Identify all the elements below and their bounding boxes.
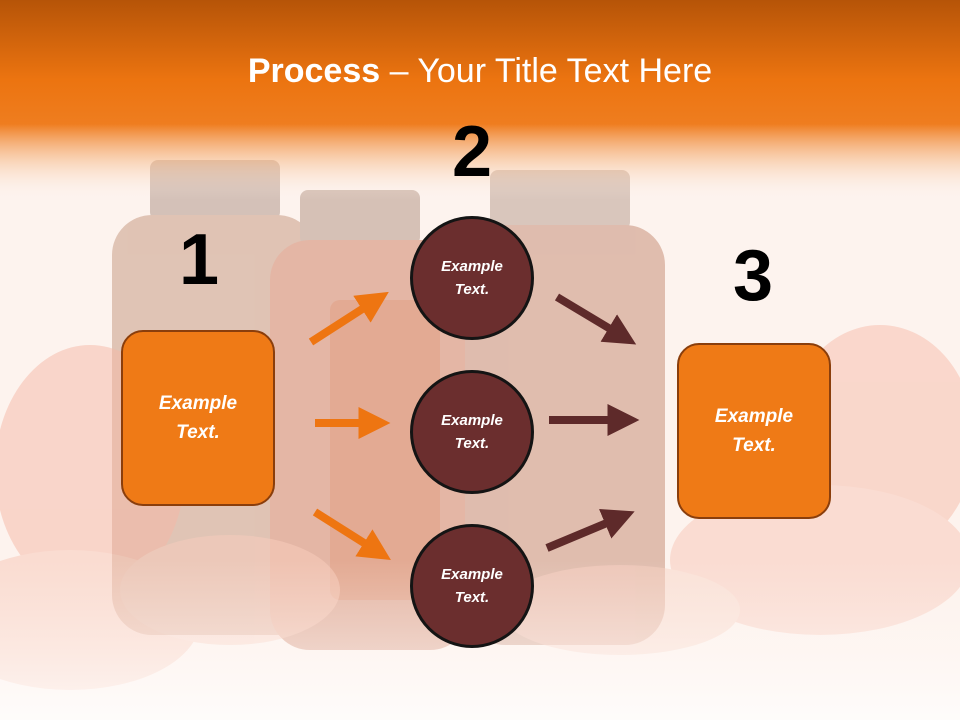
arrow-to-top-circle [308, 291, 389, 346]
step-3-box[interactable]: Example Text. [677, 343, 831, 519]
step-2-circle-bottom[interactable]: Example Text. [410, 524, 534, 648]
circle-top-text: Example Text. [441, 258, 503, 298]
circle-middle-text: Example Text. [441, 412, 503, 452]
step-2-circle-top[interactable]: Example Text. [410, 216, 534, 340]
slide-title: Process – Your Title Text Here [0, 52, 960, 91]
step-number-2: 2 [451, 112, 493, 192]
arrow-from-bottom-circle [545, 508, 635, 552]
circle-bottom-text: Example Text. [441, 566, 503, 606]
step-1-text: Example Text. [158, 393, 238, 443]
arrow-to-bottom-circle [312, 508, 391, 560]
step-3-text: Example Text. [714, 406, 794, 456]
step-1-box[interactable]: Example Text. [121, 330, 275, 506]
step-2-circle-middle[interactable]: Example Text. [410, 370, 534, 494]
title-rest: – Your Title Text Here [380, 52, 713, 90]
arrow-from-top-circle [554, 293, 637, 345]
step-number-3: 3 [732, 236, 774, 316]
step-number-1: 1 [178, 220, 220, 300]
title-bold: Process [247, 52, 381, 90]
